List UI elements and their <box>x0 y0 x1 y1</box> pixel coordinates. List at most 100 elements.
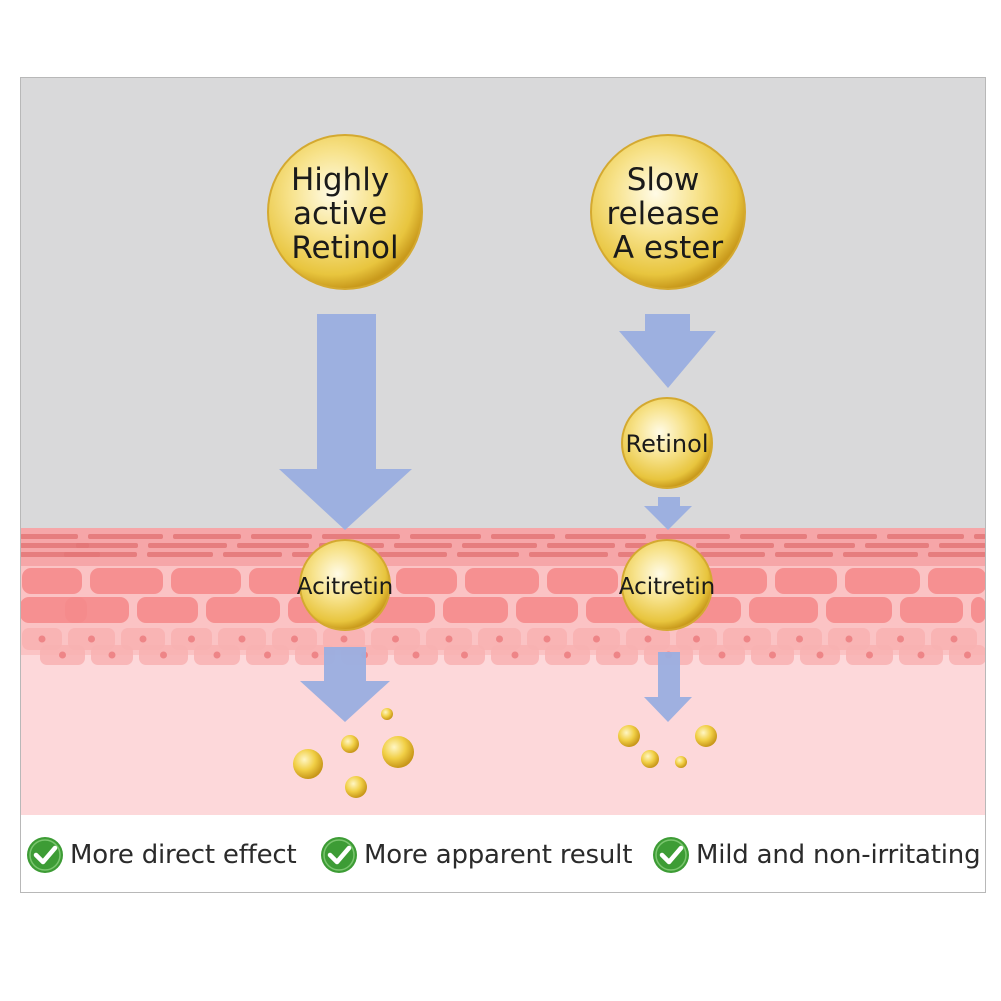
check-icon <box>27 837 63 873</box>
orb-retinol: Retinol <box>621 397 713 489</box>
skin-strip <box>251 534 312 539</box>
cell-nucleus <box>897 635 904 643</box>
orb-right-line1: Slow <box>627 162 700 198</box>
skin-strip <box>529 552 608 557</box>
right-mid-arrow <box>644 497 692 530</box>
sky-area <box>20 77 986 530</box>
benefits-legend: More direct effect More apparent result … <box>20 815 988 893</box>
cell-nucleus <box>543 635 551 643</box>
skin-strip <box>740 534 807 539</box>
cell-nucleus <box>613 651 621 659</box>
skin-cell <box>826 597 892 623</box>
skin-strip <box>656 534 730 539</box>
skin-strip <box>394 543 452 548</box>
cell-nucleus <box>213 651 221 659</box>
skin-strip <box>462 543 537 548</box>
cell-nucleus <box>950 635 958 643</box>
cell-nucleus <box>412 651 420 659</box>
legend-label-apparent-result: More apparent result <box>364 840 633 870</box>
skin-deep-layer <box>20 655 986 815</box>
orb-left-line2: active <box>293 196 387 232</box>
skin-strip <box>974 534 986 539</box>
cell-nucleus <box>693 635 700 643</box>
right-top-arrow <box>619 314 716 388</box>
skin-strip <box>147 552 213 557</box>
cell-nucleus <box>796 635 803 643</box>
cell-nucleus <box>866 651 873 659</box>
skin-strip <box>887 534 964 539</box>
skin-strip <box>322 534 400 539</box>
skin-strip <box>223 552 282 557</box>
right-droplets <box>618 725 717 768</box>
legend-item-apparent-result: More apparent result <box>320 835 632 875</box>
skin-strip <box>565 534 646 539</box>
cell-nucleus <box>964 651 971 659</box>
skin-strip <box>700 552 765 557</box>
skin-strip <box>775 552 833 557</box>
skin-strip <box>843 552 918 557</box>
skin-cell <box>396 568 457 594</box>
cell-nucleus <box>291 635 298 643</box>
skin-cell <box>65 597 129 623</box>
orb-acitretin-left: Acitretin <box>297 539 393 631</box>
skin-strip <box>378 552 447 557</box>
cell-nucleus <box>188 635 195 643</box>
cell-nucleus <box>311 651 319 659</box>
cell-nucleus <box>496 635 503 643</box>
cell-nucleus <box>461 651 468 659</box>
skin-strip <box>457 552 519 557</box>
skin-strip <box>88 534 163 539</box>
cell-nucleus <box>108 651 116 659</box>
skin-cell <box>171 568 241 594</box>
cell-nucleus <box>769 651 776 659</box>
skin-cell <box>137 597 198 623</box>
skin-cell <box>22 568 82 594</box>
cell-nucleus <box>38 635 46 643</box>
legend-item-mild: Mild and non-irritating <box>652 835 981 875</box>
cell-nucleus <box>392 635 399 643</box>
left-bottom-arrow <box>300 647 390 722</box>
skin-strip <box>547 543 615 548</box>
skin-strip <box>865 543 929 548</box>
legend-label-direct-effect: More direct effect <box>70 840 297 870</box>
skin-strip <box>237 543 309 548</box>
cell-nucleus <box>564 651 571 659</box>
skin-cell <box>516 597 578 623</box>
skin-strip <box>410 534 481 539</box>
svg-text:Highly active Reti: Highly active Retinol <box>291 162 399 266</box>
check-icon <box>653 837 689 873</box>
left-droplets <box>293 708 414 798</box>
skin-cell <box>971 597 986 623</box>
skin-cell <box>900 597 963 623</box>
right-bottom-arrow <box>644 652 692 722</box>
cell-nucleus <box>644 635 652 643</box>
cell-nucleus <box>340 635 348 643</box>
orb-retinol-label: Retinol <box>625 430 708 458</box>
cell-nucleus <box>816 651 824 659</box>
orb-left-line3: Retinol <box>291 230 398 266</box>
left-large-arrow <box>279 314 412 530</box>
cell-nucleus <box>139 635 147 643</box>
skin-strip <box>784 543 855 548</box>
skin-cell <box>775 568 837 594</box>
skin-cell <box>749 597 818 623</box>
skin-strip <box>76 543 138 548</box>
skin-strip <box>939 543 986 548</box>
orb-acitretin-right-label: Acitretin <box>619 574 715 600</box>
orb-highly-active-retinol: Highly active Retinol <box>267 134 423 290</box>
skin-cell <box>443 597 508 623</box>
cell-nucleus <box>845 635 853 643</box>
svg-text:Slow release A est: Slow release A ester <box>607 162 730 266</box>
skin-strip <box>20 534 78 539</box>
cell-nucleus <box>59 651 66 659</box>
skin-surface-strips <box>20 534 986 557</box>
skin-strip <box>817 534 877 539</box>
skin-cell <box>928 568 986 594</box>
cell-nucleus <box>238 635 246 643</box>
legend-label-mild: Mild and non-irritating <box>696 840 981 870</box>
orb-right-line2: release <box>607 196 720 232</box>
skin-strip <box>696 543 774 548</box>
cell-nucleus <box>160 651 167 659</box>
skin-cell <box>845 568 920 594</box>
